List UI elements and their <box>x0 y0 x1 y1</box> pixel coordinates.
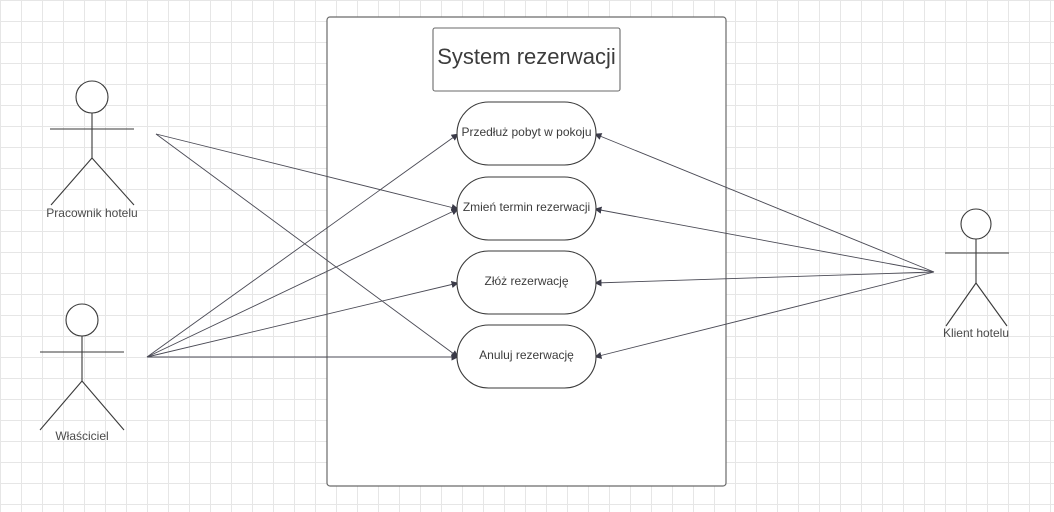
use-case-label: Przedłuż pobyt w pokoju <box>461 125 591 139</box>
actor-label: Pracownik hotelu <box>46 206 137 220</box>
association-arrow-klient-przedluz[interactable] <box>594 133 935 273</box>
use-case-label: Anuluj rezerwację <box>479 348 574 362</box>
use-case-label: Złóż rezerwację <box>484 274 568 288</box>
association-arrow-klient-zloz[interactable] <box>594 271 935 287</box>
stick-figure-icon <box>39 303 125 431</box>
use-case-zloz[interactable]: Złóż rezerwację <box>456 250 597 315</box>
use-case-anuluj[interactable]: Anuluj rezerwację <box>456 324 597 389</box>
association-arrow-pracownik-anuluj[interactable] <box>155 133 459 358</box>
use-case-zmien[interactable]: Zmień termin rezerwacji <box>456 176 597 241</box>
actor-pracownik-hotelu[interactable]: Pracownik hotelu <box>46 80 138 220</box>
actor-label: Klient hotelu <box>943 326 1009 340</box>
system-title: System rezerwacji <box>437 44 615 69</box>
stick-figure-icon <box>945 208 1009 327</box>
association-arrow-wlasciciel-zloz[interactable] <box>146 280 459 358</box>
stick-figure-icon <box>50 80 135 206</box>
use-case-label: Zmień termin rezerwacji <box>463 200 590 214</box>
actor-label: Właściciel <box>55 429 108 443</box>
actor-klient-hotelu[interactable]: Klient hotelu <box>943 208 1009 340</box>
association-arrow-wlasciciel-zmien[interactable] <box>146 208 459 358</box>
association-arrow-pracownik-zmien[interactable] <box>155 133 459 211</box>
actor-wlasciciel[interactable]: Właściciel <box>39 303 125 443</box>
use-case-przedluz[interactable]: Przedłuż pobyt w pokoju <box>456 101 597 166</box>
association-arrow-klient-zmien[interactable] <box>594 206 935 273</box>
system-title-box[interactable]: System rezerwacji <box>432 27 621 92</box>
associations-layer <box>146 133 935 361</box>
association-arrow-klient-anuluj[interactable] <box>594 271 935 359</box>
association-arrow-wlasciciel-przedluz[interactable] <box>146 133 459 358</box>
